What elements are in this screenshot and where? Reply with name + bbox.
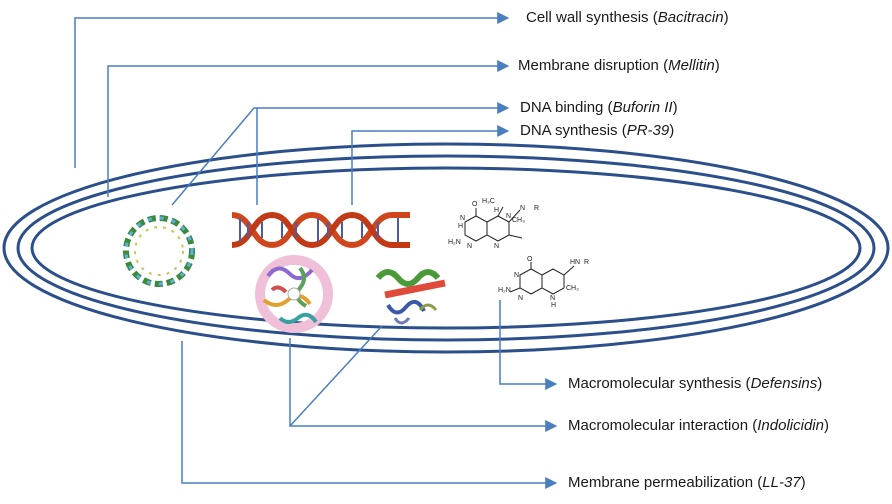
svg-text:N: N	[494, 243, 499, 250]
outer-cell-wall	[2, 142, 890, 354]
svg-text:N: N	[460, 215, 465, 222]
label-macromolecular-synthesis: Macromolecular synthesis (Defensins)	[568, 375, 823, 392]
arrow-membrane-disruption	[107, 60, 510, 197]
label-dna-binding: DNA binding (Buforin II)	[520, 99, 678, 116]
cell-envelope	[2, 142, 890, 354]
inner-membrane	[30, 166, 862, 330]
circular-dna-icon	[123, 215, 195, 287]
label-membrane-disruption: Membrane disruption (Mellitin)	[518, 57, 720, 74]
arrow-cell-wall	[74, 12, 510, 168]
dna-helix-icon	[231, 211, 410, 249]
svg-text:H: H	[494, 207, 499, 214]
svg-text:N: N	[506, 213, 511, 220]
leader-lines	[74, 12, 558, 489]
svg-text:CH₃: CH₃	[512, 217, 525, 224]
svg-text:O: O	[527, 256, 533, 263]
svg-text:N: N	[520, 205, 525, 212]
svg-text:N: N	[550, 295, 555, 302]
protein-structure-icon	[375, 269, 446, 325]
svg-text:H₃C: H₃C	[482, 198, 495, 205]
arrow-macro-synthesis	[499, 300, 558, 390]
label-cell-wall-synthesis: Cell wall synthesis (Bacitracin)	[526, 9, 729, 26]
svg-text:O: O	[472, 201, 478, 208]
arrow-dna-synthesis	[351, 125, 510, 205]
svg-text:H: H	[551, 302, 556, 309]
svg-text:N: N	[467, 243, 472, 250]
svg-text:N: N	[514, 272, 519, 279]
arrow-macro-interaction-branch	[289, 325, 383, 427]
svg-text:H₂N: H₂N	[498, 287, 511, 294]
label-membrane-permeabilization: Membrane permeabilization (LL-37)	[568, 474, 806, 491]
label-macromolecular-interaction: Macromolecular interaction (Indolicidin)	[568, 417, 829, 434]
svg-text:H₂N: H₂N	[448, 239, 461, 246]
middle-membrane	[16, 154, 876, 342]
svg-text:CH₃: CH₃	[566, 285, 579, 292]
chemical-structure-icon	[464, 206, 575, 295]
label-dna-synthesis: DNA synthesis (PR-39)	[520, 122, 675, 139]
arrow-dna-binding	[171, 102, 510, 206]
svg-text:R: R	[584, 259, 589, 266]
chemical-labels: O N H H₂N N N N H H₃C N R CH₃ O HN R N H…	[448, 198, 589, 309]
svg-text:R: R	[534, 205, 539, 212]
svg-text:N: N	[518, 295, 523, 302]
protein-complex-icon	[255, 255, 333, 333]
arrow-membrane-perm	[181, 341, 558, 489]
svg-text:H: H	[458, 223, 463, 230]
svg-text:HN: HN	[570, 259, 580, 266]
